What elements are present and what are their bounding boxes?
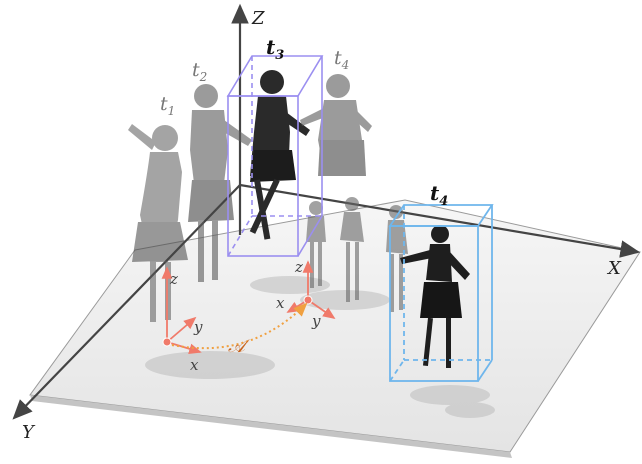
y-axis-label: Y [22, 422, 36, 443]
ground-shadows [145, 276, 495, 418]
local-frame-left: z y x [161, 266, 203, 374]
x-axis-label: X [606, 258, 622, 279]
dancer-t2 [188, 84, 252, 282]
right-frame-y-label: y [311, 312, 321, 330]
bounding-box-t3 [226, 55, 324, 257]
floor-plane [29, 199, 641, 453]
floor-shadow-edge [30, 395, 512, 458]
left-frame-z-label: z [169, 270, 178, 288]
label-t3: t3 [266, 35, 284, 63]
right-frame-z-label: z [294, 258, 303, 276]
label-t1: t1 [160, 93, 175, 118]
background-dancers [306, 197, 408, 312]
right-frame-x-label: x [276, 294, 285, 312]
label-t4-top: t4 [334, 47, 349, 72]
dancer-t4-faded [300, 74, 372, 176]
left-frame-y-label: y [193, 318, 203, 336]
x-axis [239, 183, 641, 258]
z-axis-label: Z [251, 8, 265, 29]
dancer-t1 [128, 124, 188, 322]
left-frame-x-label: x [190, 356, 199, 374]
bounding-box-t4 [388, 204, 494, 382]
dancer-t4-front [400, 225, 470, 368]
dancer-t3 [249, 70, 310, 240]
label-t4-front: t4 [430, 181, 448, 209]
label-t2: t2 [192, 59, 207, 84]
transform-label: 𝒜 [228, 336, 250, 357]
